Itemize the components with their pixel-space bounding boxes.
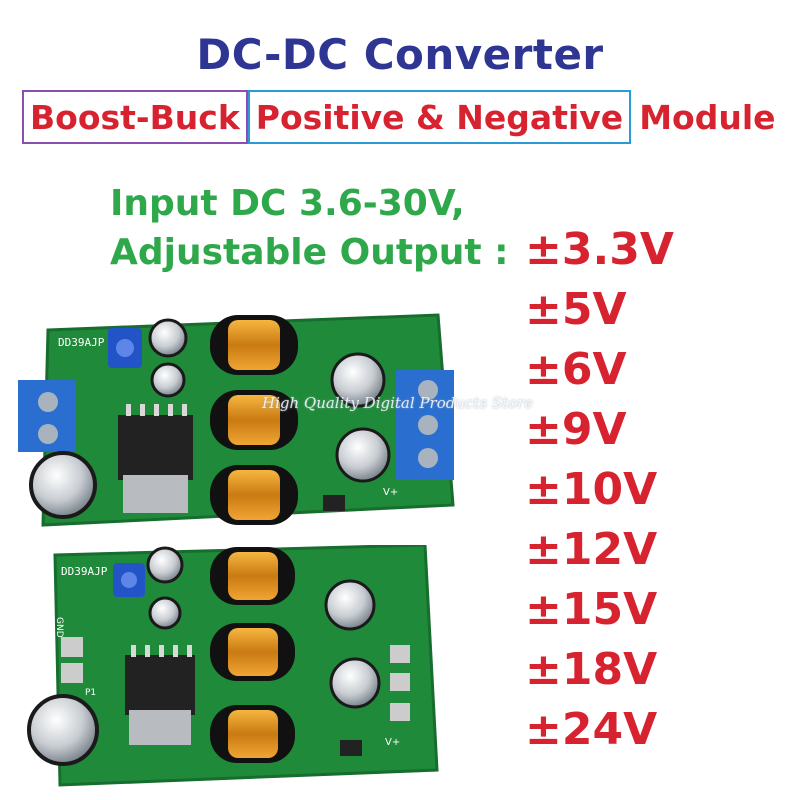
solder-pad	[390, 673, 410, 691]
capacitor	[146, 546, 184, 584]
capacitor	[27, 694, 99, 766]
capacitor	[148, 318, 188, 358]
output-voltage: ±3.3V	[525, 224, 674, 275]
board-label-vplus: V+	[383, 487, 398, 498]
solder-pad	[61, 637, 83, 657]
subtitle-boost-buck: Boost-Buck	[22, 90, 248, 144]
capacitor	[335, 427, 391, 483]
output-voltage: ±24V	[525, 704, 658, 755]
output-voltage: ±10V	[525, 464, 658, 515]
board-label-p1: P1	[85, 688, 96, 698]
solder-pad	[390, 703, 410, 721]
board-model-label: DD39AJP	[61, 565, 108, 578]
capacitor	[324, 579, 376, 631]
output-voltage: ±9V	[525, 404, 627, 455]
output-voltage: ±6V	[525, 344, 627, 395]
inductor	[210, 465, 298, 525]
inductor	[210, 315, 298, 375]
output-voltage: ±18V	[525, 644, 658, 695]
input-spec: Input DC 3.6-30V,	[110, 183, 465, 224]
capacitor	[150, 362, 186, 398]
solder-pad	[61, 663, 83, 683]
regulator-chip	[118, 415, 193, 480]
board-label-c5: C5	[383, 518, 395, 528]
capacitor	[330, 352, 386, 408]
capacitor	[329, 657, 381, 709]
board-label-gnd: GND	[54, 617, 64, 638]
converter-board-bottom: DD39AJP GND P1 V+	[27, 545, 439, 787]
output-spec-label: Adjustable Output :	[110, 232, 509, 273]
inductor	[210, 705, 295, 763]
converter-board-top: DD39AJP V+ C5	[18, 313, 455, 528]
capacitor	[148, 596, 182, 630]
subtitle-positive-negative: Positive & Negative	[247, 90, 632, 144]
page-title: DC-DC Converter	[196, 30, 604, 79]
inductor	[210, 390, 298, 450]
subtitle-module: Module	[639, 97, 776, 137]
store-watermark: High Quality Digital Products Store	[262, 394, 534, 412]
capacitor	[29, 451, 97, 519]
inductor	[210, 547, 295, 605]
solder-pad	[390, 645, 410, 663]
output-voltage: ±12V	[525, 524, 658, 575]
board-label-vplus: V+	[385, 737, 400, 748]
inductor	[210, 623, 295, 681]
output-voltage: ±5V	[525, 284, 627, 335]
output-voltage: ±15V	[525, 584, 658, 635]
subtitle: Boost-Buck Positive & Negative Module	[22, 90, 784, 144]
board-model-label: DD39AJP	[58, 336, 105, 349]
output-voltage-list: ±3.3V ±5V ±6V ±9V ±10V ±12V ±15V ±18V ±2…	[525, 220, 674, 760]
regulator-chip	[125, 655, 195, 715]
